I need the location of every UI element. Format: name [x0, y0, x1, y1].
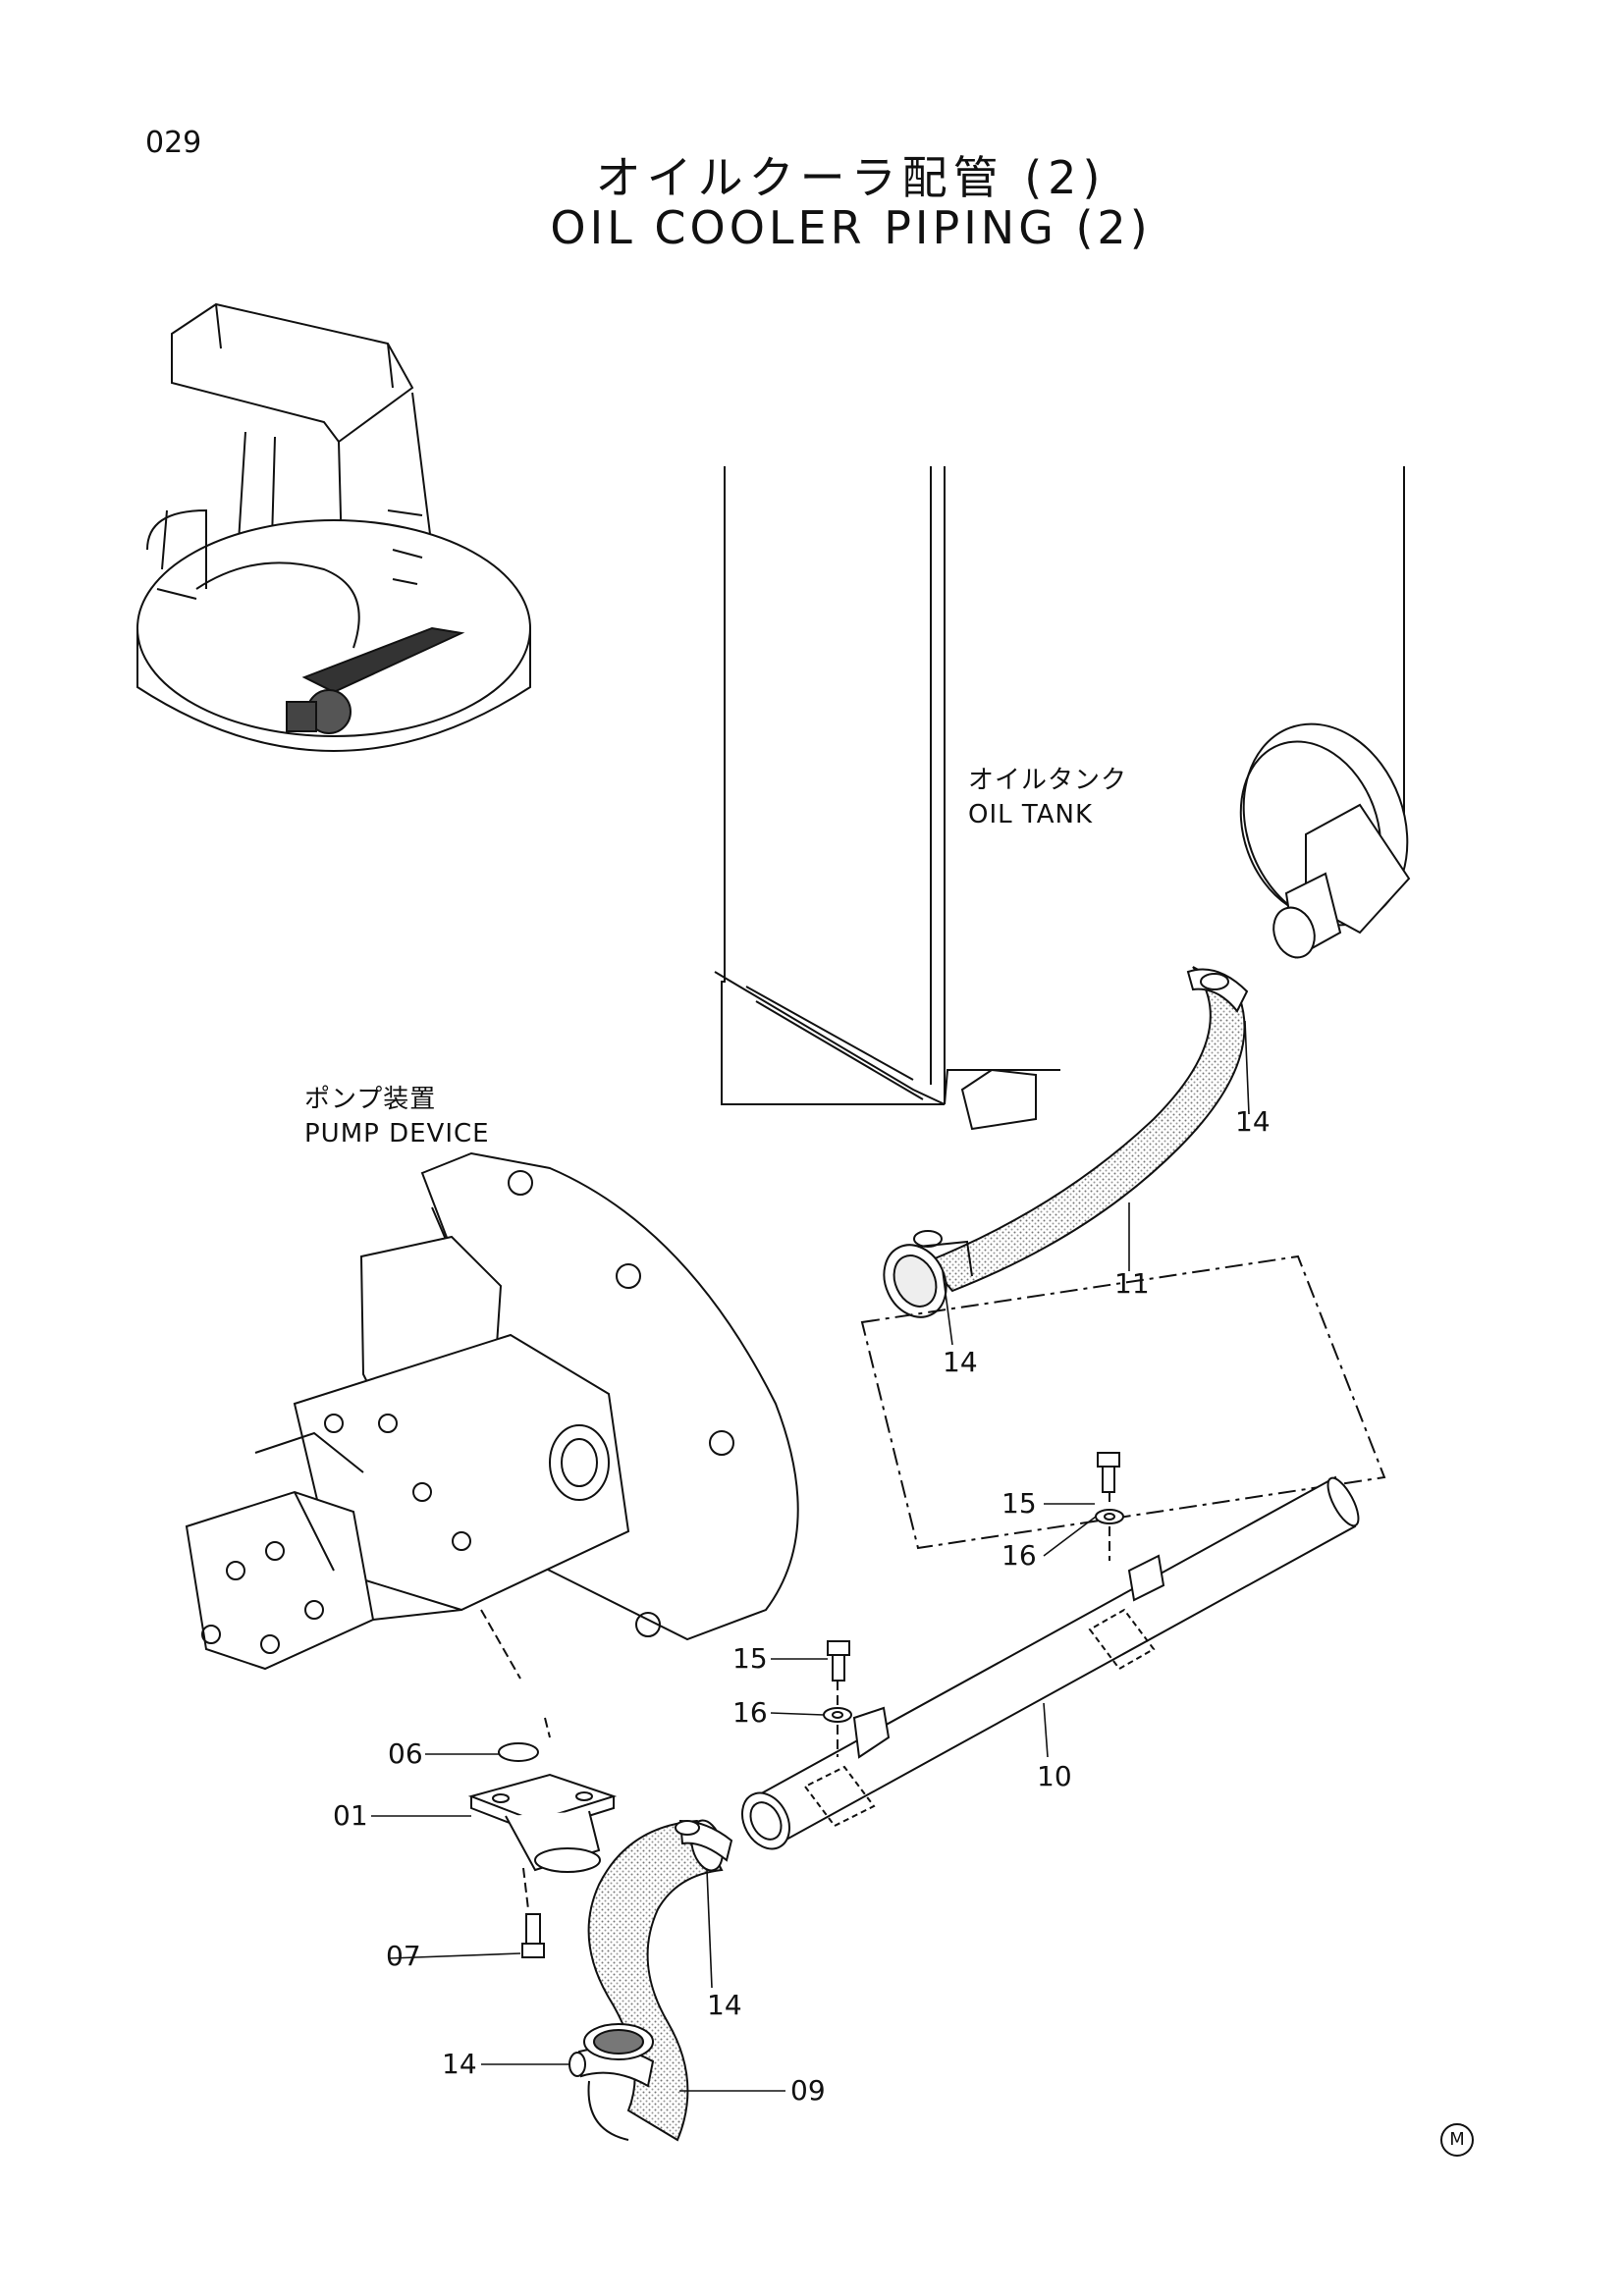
pump-device-label-jp: ポンプ装置: [304, 1085, 437, 1114]
elbow-hose-09-shape: [568, 1819, 733, 2142]
callout-16-right: 16: [1001, 1539, 1037, 1572]
callout-14-upper: 14: [1235, 1105, 1271, 1138]
socket-bolt-07-shape: [521, 1867, 545, 1958]
callout-09: 09: [790, 2074, 826, 2107]
callout-14-lower: 14: [707, 1989, 742, 2021]
o-ring-06-shape: [498, 1742, 539, 1762]
callout-07: 07: [386, 1940, 421, 1972]
oil-tank-icon: [714, 466, 1411, 1131]
title-english: OIL COOLER PIPING (2): [550, 201, 1152, 254]
callout-06: 06: [388, 1737, 423, 1770]
callout-16-left: 16: [732, 1696, 768, 1729]
phantom-outline: [860, 1255, 1386, 1550]
leader-lines: [371, 1020, 1250, 2092]
callout-11: 11: [1114, 1267, 1150, 1300]
title-japanese: オイルクーラ配管 (2): [595, 151, 1107, 204]
page-number: 029: [145, 126, 202, 160]
callout-14-middle: 14: [943, 1346, 978, 1378]
callout-15-right: 15: [1001, 1487, 1037, 1520]
excavator-overview-icon: [136, 302, 531, 752]
oil-tank-label-jp: オイルタンク: [968, 766, 1128, 795]
pipe-10-shape: [741, 1475, 1360, 1850]
pump-device-icon: [185, 1151, 799, 1738]
pump-device-label-en: PUMP DEVICE: [304, 1119, 490, 1148]
m-mark: M: [1440, 2123, 1474, 2157]
flange-01-shape: [467, 1773, 618, 1873]
callout-10: 10: [1037, 1760, 1072, 1792]
callout-14-bottom: 14: [442, 2048, 477, 2080]
hose-11-shape: [883, 966, 1249, 1318]
oil-tank-label-en: OIL TANK: [968, 800, 1094, 829]
callout-01: 01: [333, 1799, 368, 1832]
callout-15-left: 15: [732, 1642, 768, 1675]
